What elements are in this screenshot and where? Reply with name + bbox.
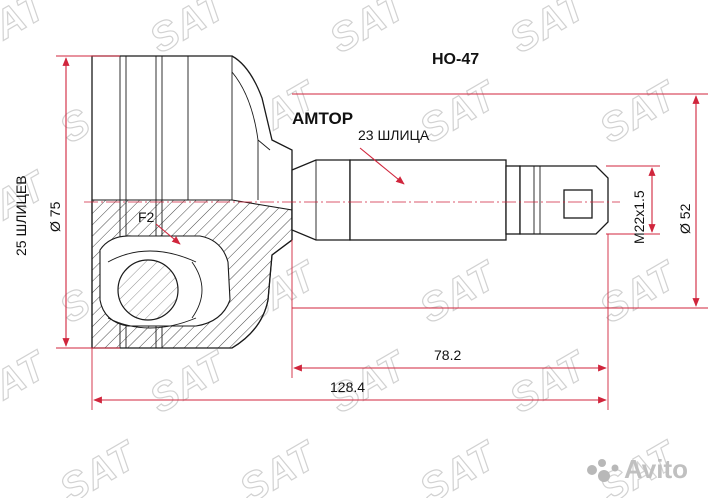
- watermark-text: SAT: [53, 432, 147, 498]
- outer-diameter-label: Ø 75: [47, 201, 63, 232]
- watermark-text: SAT: [593, 72, 687, 151]
- brand-overlay: AMTOP: [292, 109, 353, 128]
- watermark-text: SAT: [143, 0, 237, 62]
- extension-lines: [56, 55, 708, 410]
- watermark-text: SAT: [503, 342, 597, 421]
- watermark-text: SAT: [143, 342, 237, 421]
- avito-logo: Avito: [587, 454, 688, 484]
- cv-joint-housing: [91, 55, 293, 349]
- watermark-text: SAT: [593, 252, 687, 331]
- watermark-text: SAT: [0, 342, 56, 421]
- watermark-text: SAT: [413, 252, 507, 331]
- shaft-length-label: 78.2: [434, 347, 461, 363]
- part-number: HO-47: [432, 51, 479, 68]
- seal-diameter-label: Ø 52: [677, 203, 693, 234]
- thread-label: M22x1.5: [631, 190, 647, 244]
- leader-lines: [155, 147, 405, 245]
- avito-logo-text: Avito: [624, 454, 688, 484]
- dimension-lines: [62, 57, 700, 404]
- watermark-text: SAT: [503, 0, 597, 62]
- shaft: [291, 159, 609, 241]
- watermark-text: SAT: [233, 432, 327, 498]
- watermark-text: SAT: [413, 432, 507, 498]
- inner-splines-label: 23 ШЛИЦА: [358, 127, 430, 143]
- watermark-text: SAT: [0, 0, 56, 62]
- outer-splines-label: 25 ШЛИЦЕВ: [13, 175, 29, 256]
- watermark-text: SAT: [323, 0, 417, 62]
- section-mark-label: F2: [138, 209, 155, 225]
- total-length-label: 128.4: [330, 379, 365, 395]
